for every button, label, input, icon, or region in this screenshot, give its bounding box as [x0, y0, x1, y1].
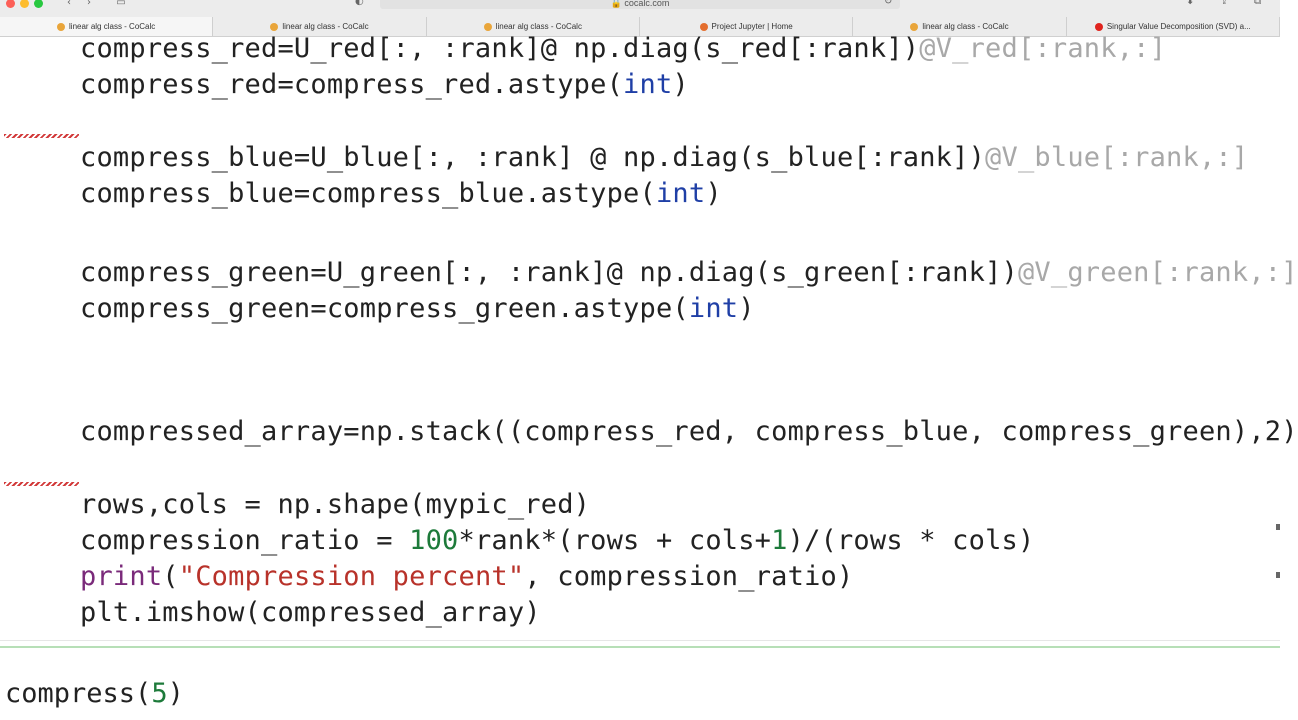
scroll-marker [1276, 524, 1280, 530]
lock-icon: 🔒 [610, 0, 622, 8]
tab-title: Project Jupyter | Home [711, 22, 793, 31]
code-line-3: compress_blue=U_blue[:, :rank] @ np.diag… [80, 142, 1249, 173]
code-line-2: compress_red=compress_red.astype(int) [80, 69, 689, 100]
browser-chrome: ‹ › ▭ ◐ 🔒 cocalc.com ↻ ⬇ ⇪ ⧉ linear alg … [0, 0, 1280, 37]
cell-focus-border [0, 646, 1280, 648]
code-line-7: compressed_array=np.stack((compress_red,… [80, 416, 1298, 447]
shield-icon[interactable]: ◐ [355, 0, 364, 7]
favicon-icon [699, 22, 708, 31]
browser-tab[interactable]: linear alg class - CoCalc [427, 17, 640, 36]
tab-bar: linear alg class - CoCalc linear alg clas… [0, 17, 1280, 36]
share-icon[interactable]: ⇪ [1220, 0, 1229, 7]
favicon-icon [1094, 22, 1103, 31]
code-line-10: print("Compression percent", compression… [80, 561, 854, 592]
code-line-1: compress_red=U_red[:, :rank]@ np.diag(s_… [80, 33, 1167, 64]
favicon-icon [483, 22, 492, 31]
tab-title: linear alg class - CoCalc [282, 22, 369, 31]
scroll-marker [1276, 572, 1280, 578]
forward-icon[interactable]: › [87, 0, 91, 8]
zoom-window-icon[interactable] [34, 0, 43, 8]
cell-separator [0, 640, 1280, 641]
browser-tab[interactable]: linear alg class - CoCalc [853, 17, 1067, 36]
browser-tab[interactable]: linear alg class - CoCalc [213, 17, 427, 36]
url-field[interactable]: 🔒 cocalc.com [380, 0, 900, 9]
browser-tab[interactable]: Singular Value Decomposition (SVD) a... [1067, 17, 1280, 36]
address-bar: ‹ › ▭ ◐ 🔒 cocalc.com ↻ ⬇ ⇪ ⧉ [0, 0, 1280, 10]
reload-icon[interactable]: ↻ [884, 0, 893, 7]
sidebar-icon[interactable]: ▭ [116, 0, 126, 8]
url-text: cocalc.com [624, 0, 670, 8]
spellcheck-squiggle [4, 482, 79, 486]
favicon-icon [57, 22, 66, 31]
code-line-4: compress_blue=compress_blue.astype(int) [80, 178, 722, 209]
next-code-cell[interactable]: compress(5) [5, 678, 184, 709]
code-line-6: compress_green=compress_green.astype(int… [80, 293, 755, 324]
code-cell[interactable]: compress_red=U_red[:, :rank]@ np.diag(s_… [0, 33, 1298, 640]
favicon-icon [270, 22, 279, 31]
tab-title: linear alg class - CoCalc [495, 22, 582, 31]
spellcheck-squiggle [4, 134, 79, 138]
browser-tab[interactable]: Project Jupyter | Home [640, 17, 854, 36]
code-line-8: rows,cols = np.shape(mypic_red) [80, 489, 591, 520]
tab-title: Singular Value Decomposition (SVD) a... [1106, 22, 1251, 31]
tab-title: linear alg class - CoCalc [922, 22, 1009, 31]
close-window-icon[interactable] [6, 0, 15, 8]
browser-tab[interactable]: linear alg class - CoCalc [0, 17, 214, 36]
tabs-overview-icon[interactable]: ⧉ [1254, 0, 1262, 7]
favicon-icon [910, 22, 919, 31]
tab-title: linear alg class - CoCalc [69, 22, 156, 31]
back-icon[interactable]: ‹ [67, 0, 71, 8]
code-line-5: compress_green=U_green[:, :rank]@ np.dia… [80, 257, 1298, 288]
code-line-9: compression_ratio = 100*rank*(rows + col… [80, 525, 1035, 556]
minimize-window-icon[interactable] [20, 0, 29, 8]
code-line-11: plt.imshow(compressed_array) [80, 597, 541, 628]
download-icon[interactable]: ⬇ [1186, 0, 1195, 7]
